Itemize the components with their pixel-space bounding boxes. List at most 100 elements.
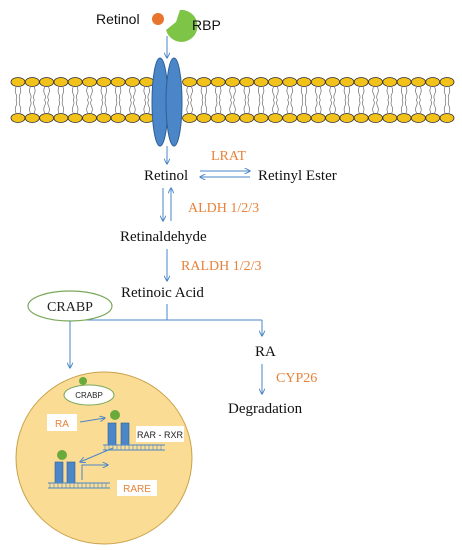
lipid-head — [110, 113, 126, 123]
lipid-tail — [300, 86, 304, 101]
lipid-tail — [415, 99, 418, 114]
lipid-tail — [61, 99, 64, 114]
lipid-head — [382, 77, 398, 87]
lipid-tail — [362, 86, 365, 101]
lipid-tail — [300, 99, 304, 114]
lipid-head — [225, 113, 240, 123]
lipid-tail — [419, 86, 422, 101]
ra-box-label: RA — [55, 419, 69, 430]
lipid-head — [10, 77, 26, 87]
lipid-tail — [18, 99, 22, 114]
lipid-tail — [43, 86, 46, 101]
lipid-head — [410, 77, 426, 87]
lipid-tail — [290, 86, 293, 101]
lipid-head — [24, 113, 40, 123]
lipid-tail — [358, 99, 361, 114]
lipid-tail — [186, 86, 189, 101]
lipid-tail — [376, 86, 379, 101]
lipid-tail — [90, 99, 93, 114]
rar-rxr-label: RAR - RXR — [137, 430, 184, 440]
lipid-tail — [319, 99, 322, 114]
lipid-tail — [33, 99, 36, 114]
lipid-tail — [43, 99, 46, 114]
raldh-label: RALDH 1/2/3 — [181, 259, 262, 274]
receptor-lower-dot — [57, 450, 67, 460]
lipid-tail — [415, 86, 418, 101]
lipid-tail — [329, 86, 332, 101]
lipid-tail — [262, 99, 265, 114]
lipid-tail — [329, 99, 332, 114]
lipid-tail — [390, 86, 393, 101]
lipid-head — [339, 113, 355, 123]
degradation-label: Degradation — [228, 401, 303, 417]
lipid-tail — [247, 86, 250, 101]
lipid-head — [253, 113, 269, 123]
lipid-tail — [115, 86, 118, 101]
lipid-head — [368, 77, 383, 87]
lipid-tail — [29, 86, 32, 101]
lipid-tail — [190, 99, 193, 114]
lipid-tail — [100, 86, 103, 101]
lipid-tail — [14, 99, 18, 114]
lipid-head — [382, 113, 398, 123]
lipid-tail — [443, 86, 447, 101]
lipid-tail — [76, 99, 79, 114]
lipid-tail — [405, 99, 408, 114]
lipid-head — [10, 113, 26, 123]
lipid-tail — [429, 99, 432, 114]
lipid-tail — [258, 86, 261, 101]
lipid-tail — [147, 99, 150, 114]
lipid-tail — [186, 99, 189, 114]
lipid-tail — [276, 99, 279, 114]
lipid-tail — [33, 86, 36, 101]
lipid-tail — [143, 99, 146, 114]
lipid-head — [39, 113, 54, 123]
lipid-head — [67, 113, 83, 123]
lipid-tail — [272, 99, 275, 114]
lipid-tail — [47, 99, 50, 114]
lipid-tail — [447, 99, 451, 114]
retinol-label: Retinol — [144, 168, 188, 184]
lipid-tail — [376, 99, 379, 114]
retinoic-acid-label: Retinoic Acid — [121, 285, 204, 301]
lipid-head — [210, 113, 226, 123]
lipid-tail — [286, 99, 289, 114]
receptor-upper-dot — [110, 410, 120, 420]
lipid-head — [296, 77, 312, 87]
lipid-head — [396, 77, 412, 87]
retinol-top-label: Retinol — [96, 11, 140, 27]
lipid-tail — [276, 86, 279, 101]
lipid-tail — [258, 99, 261, 114]
lipid-tail — [447, 86, 451, 101]
lipid-tail — [119, 99, 122, 114]
lipid-tail — [147, 86, 150, 101]
lipid-tail — [315, 99, 318, 114]
lipid-tail — [386, 99, 389, 114]
lipid-head — [82, 77, 97, 87]
lipid-tail — [14, 86, 18, 101]
lipid-tail — [243, 86, 246, 101]
lipid-tail — [262, 86, 265, 101]
dna-strand-lower — [48, 482, 110, 489]
lipid-tail — [386, 86, 389, 101]
lipid-tail — [429, 86, 432, 101]
lrat-label: LRAT — [211, 149, 246, 164]
lipid-head — [139, 77, 155, 87]
cyp26-label: CYP26 — [276, 371, 317, 386]
crabp-nuclear-dot — [79, 377, 87, 385]
retinaldehyde-label: Retinaldehyde — [120, 229, 207, 245]
lipid-head — [267, 113, 283, 123]
lipid-head — [139, 113, 155, 123]
lipid-tail — [372, 99, 375, 114]
lipid-tail — [229, 86, 232, 101]
lipid-head — [267, 77, 283, 87]
rar-rxr-box — [136, 426, 184, 442]
lipid-head — [282, 113, 298, 123]
lipid-head — [396, 113, 412, 123]
ra-to-receptor-arrow — [79, 418, 105, 423]
lipid-tail — [272, 86, 275, 101]
lipid-tail — [304, 86, 308, 101]
lipid-head — [67, 77, 83, 87]
lipid-head — [196, 113, 212, 123]
lipid-tail — [57, 99, 60, 114]
